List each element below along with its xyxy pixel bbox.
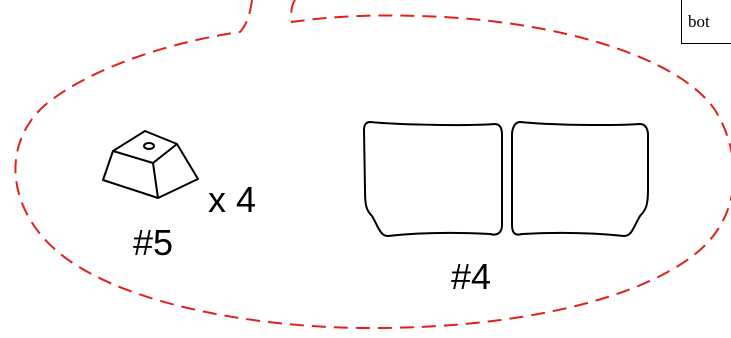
pad-pair-icon (363, 121, 649, 237)
group-outline (14, 0, 731, 330)
rubber-foot-pad-icon (102, 130, 199, 199)
callout-box: bot (681, 0, 731, 44)
part-4-label: #4 (451, 256, 491, 297)
pad-left (363, 121, 503, 237)
part-5-quantity: x 4 (208, 179, 256, 220)
callout-text: bot (688, 12, 710, 31)
pad-right (511, 121, 649, 237)
part-5-label: #5 (133, 222, 173, 263)
